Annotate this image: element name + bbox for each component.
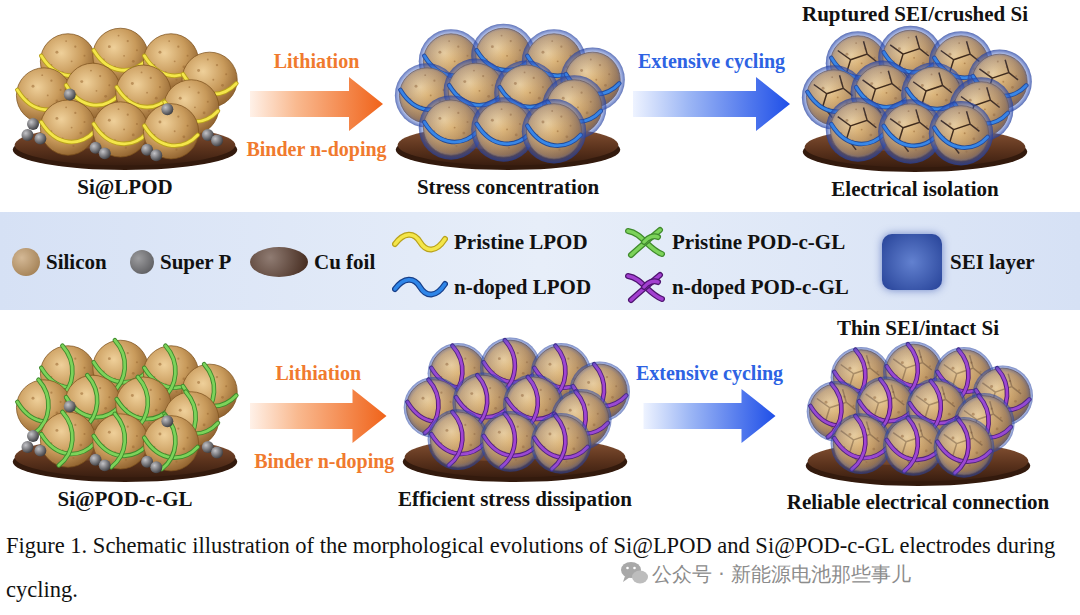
arrow-label: Lithiation — [274, 49, 360, 73]
block-arrow — [250, 77, 383, 131]
legend-sample — [624, 225, 666, 259]
figure-panel: Ruptured SEI/crushed Si Electrical isolat… — [795, 2, 1035, 201]
legend-label: Pristine LPOD — [454, 230, 588, 254]
watermark-icon — [621, 562, 648, 584]
panel-label: Reliable electrical connection — [787, 490, 1049, 514]
electrode-cycled-podcgl — [806, 341, 1033, 485]
arrow-sublabel: Binder n-doping — [246, 137, 386, 161]
panel-label: Si@LPOD — [77, 175, 172, 199]
legend-label: SEI layer — [950, 250, 1035, 274]
legend-label: n-doped POD-c-GL — [672, 275, 849, 299]
legend-label: Super P — [160, 250, 231, 274]
legend-sample — [392, 229, 448, 255]
legend-label: n-doped LPOD — [454, 275, 591, 299]
illustration-space — [781, 340, 1056, 490]
arrow-label: Extensive cycling — [638, 49, 785, 73]
figure-panel: Si@LPOD — [5, 26, 245, 199]
legend-swatch — [12, 248, 40, 276]
electrode-lithiated-lpod — [395, 24, 625, 170]
panel-heading: Thin SEI/intact Si — [837, 316, 999, 340]
panel-label: Electrical isolation — [831, 177, 998, 201]
watermark: 公众号 · 新能源电池那些事儿 — [652, 562, 911, 586]
illustration-space — [392, 338, 639, 487]
legend-label: Pristine POD-c-GL — [672, 230, 845, 254]
legend-label: Cu foil — [314, 250, 375, 274]
panel-label: Stress concentration — [417, 175, 599, 199]
legend-sample — [624, 270, 666, 304]
figure-panel: Efficient stress dissipation — [392, 338, 639, 511]
illustration-space — [5, 338, 245, 487]
block-arrow — [250, 389, 387, 443]
legend-sample — [392, 274, 448, 300]
illustration-space — [795, 26, 1035, 177]
legend-label: Silicon — [46, 250, 107, 274]
illustration-space — [388, 26, 628, 175]
arrow-label: Extensive cycling — [636, 361, 783, 385]
panel-label: Si@POD-c-GL — [57, 487, 192, 511]
legend-swatch — [250, 247, 308, 277]
electrode-lithiated-podcgl — [403, 337, 630, 481]
electrode-pristine-podcgl — [13, 337, 241, 482]
illustration-space — [5, 26, 245, 175]
block-arrow — [633, 77, 790, 131]
figure-panel: Si@POD-c-GL — [5, 338, 245, 511]
electrode-cracked-lpod — [802, 26, 1032, 172]
arrow-label: Lithiation — [275, 361, 361, 385]
electrode-pristine-lpod — [13, 25, 241, 170]
figure-panel: Thin SEI/intact Si Reliable electrical co… — [781, 316, 1056, 514]
figure-panel: Stress concentration — [388, 26, 628, 199]
legend-swatch — [882, 234, 942, 290]
arrow-sublabel: Binder n-doping — [254, 449, 394, 473]
block-arrow — [644, 389, 776, 443]
panel-heading: Ruptured SEI/crushed Si — [802, 2, 1028, 26]
panel-label: Efficient stress dissipation — [398, 487, 632, 511]
figure-caption: Figure 1. Schematic illustration of the … — [6, 524, 1074, 612]
legend-swatch — [130, 250, 154, 274]
